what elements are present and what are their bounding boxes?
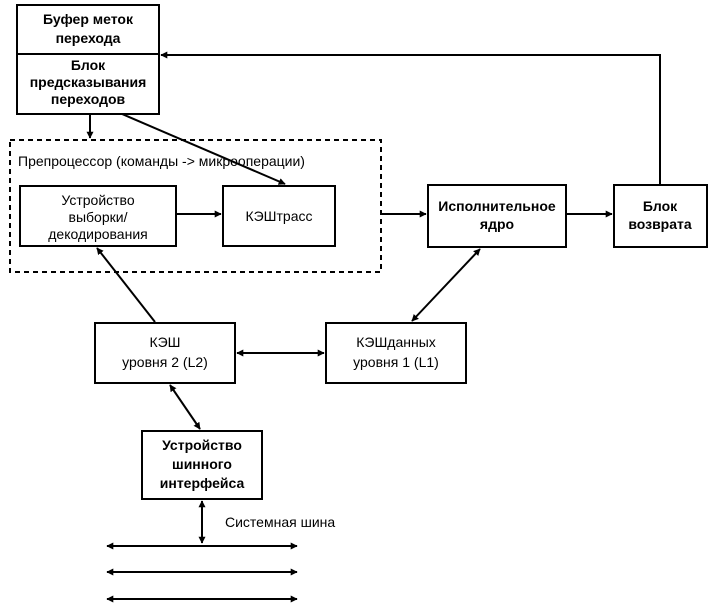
btb-label-line2: перехода	[56, 30, 121, 46]
arrow-l2-to-fetch-decode	[96, 247, 156, 323]
fetch-decode-label-line1: Устройство	[61, 192, 134, 208]
branch-target-buffer-block: Буфер меток перехода	[16, 4, 160, 55]
l2-label-line1: КЭШ	[149, 334, 180, 350]
branch-prediction-unit-block: Блок предсказывания переходов	[16, 53, 160, 115]
bus-interface-unit-block: Устройство шинного интерфейса	[141, 430, 263, 500]
retire-label-line2: возврата	[628, 216, 692, 232]
trace-cache-block: КЭШтрасс	[222, 185, 336, 247]
arrow-retire-to-btb	[160, 51, 661, 185]
fetch-decode-label-line2: выборки/	[69, 209, 128, 225]
l1-label-line1: КЭШданных	[356, 334, 436, 350]
trace-cache-label: КЭШтрасс	[245, 208, 312, 224]
system-bus-label: Системная шина	[225, 514, 335, 530]
l2-cache-block: КЭШ уровня 2 (L2)	[94, 322, 236, 384]
system-bus: Системная шина	[106, 514, 335, 603]
l1-data-cache-block: КЭШданных уровня 1 (L1)	[325, 322, 467, 384]
l2-label-line2: уровня 2 (L2)	[122, 354, 208, 370]
fetch-decode-label-line3: декодирования	[48, 226, 147, 242]
execution-core-block: Исполнительное ядро	[427, 184, 567, 248]
arrow-bpu-to-trace-cache	[121, 113, 286, 185]
bpu-label-line2: предсказывания	[30, 74, 147, 90]
preprocessor-group: Препроцессор (команды -> микрооперации)	[9, 139, 382, 273]
arrow-l2-biu-bidirectional	[169, 384, 201, 430]
preprocessor-label: Препроцессор (команды -> микрооперации)	[18, 153, 305, 169]
l1-label-line2: уровня 1 (L1)	[353, 354, 439, 370]
exec-core-label-line1: Исполнительное	[438, 198, 556, 214]
btb-label-line1: Буфер меток	[43, 11, 134, 27]
bpu-label-line3: переходов	[51, 91, 126, 107]
arrow-l1-exec-core-bidirectional	[411, 248, 481, 322]
biu-label-line2: шинного	[172, 456, 232, 472]
exec-core-label-line2: ядро	[480, 216, 514, 232]
fetch-decode-unit-block: Устройство выборки/ декодирования	[19, 185, 177, 247]
bpu-label-line1: Блок	[71, 57, 106, 73]
retirement-unit-block: Блок возврата	[613, 184, 708, 248]
biu-label-line3: интерфейса	[160, 475, 245, 491]
biu-label-line1: Устройство	[162, 437, 242, 453]
retire-label-line1: Блок	[643, 198, 678, 214]
